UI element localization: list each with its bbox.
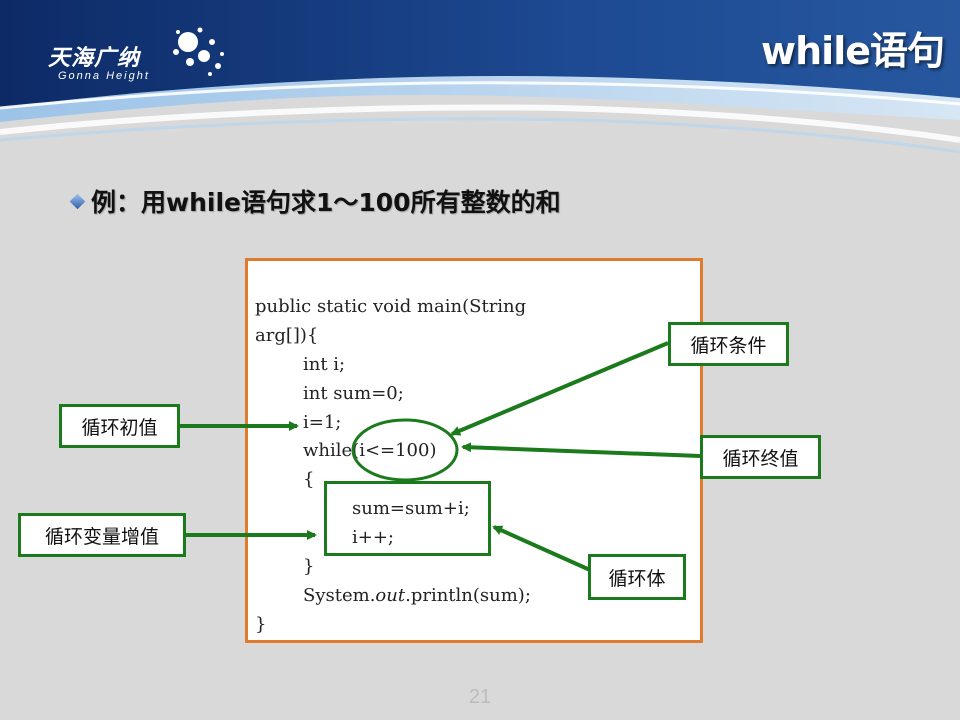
code-line: i=1; (303, 412, 342, 433)
company-logo: 天海广纳 Gonna Height (48, 27, 224, 82)
label-loop-end-value: 循环终值 (700, 435, 821, 479)
label-loop-body: 循环体 (588, 554, 686, 600)
code-segment: System. (303, 585, 376, 606)
code-line: arg[]){ (255, 325, 319, 346)
code-line: public static void main(String (255, 296, 527, 317)
code-line: } (303, 556, 315, 577)
code-line: int sum=0; (303, 383, 404, 404)
code-line: } (255, 614, 267, 635)
code-segment-italic: out (375, 585, 406, 606)
subtitle-text: 例：用while语句求1～100所有整数的和 (91, 188, 561, 217)
code-line: while(i<=100) (303, 440, 437, 461)
logo-dots-icon (173, 27, 224, 76)
slide-subtitle: 例：用while语句求1～100所有整数的和 (69, 183, 561, 219)
code-line: sum=sum+i; (352, 498, 470, 519)
header-wave-background (0, 0, 960, 165)
logo-main-text: 天海广纳 (48, 46, 141, 71)
label-loop-init: 循环初值 (59, 404, 180, 448)
code-line: int i; (303, 354, 346, 375)
loop-body-box (324, 481, 491, 556)
code-line: { (303, 469, 315, 490)
label-loop-increment: 循环变量增值 (18, 513, 186, 557)
code-line: System.out.println(sum); (303, 585, 531, 607)
code-line: i++; (352, 527, 394, 548)
page-number: 21 (468, 686, 492, 708)
slide-title: while语句 (761, 29, 945, 73)
code-segment: .println(sum); (405, 585, 531, 606)
label-loop-condition: 循环条件 (668, 322, 789, 366)
diamond-bullet-icon (69, 193, 86, 210)
logo-sub-text: Gonna Height (58, 70, 150, 82)
